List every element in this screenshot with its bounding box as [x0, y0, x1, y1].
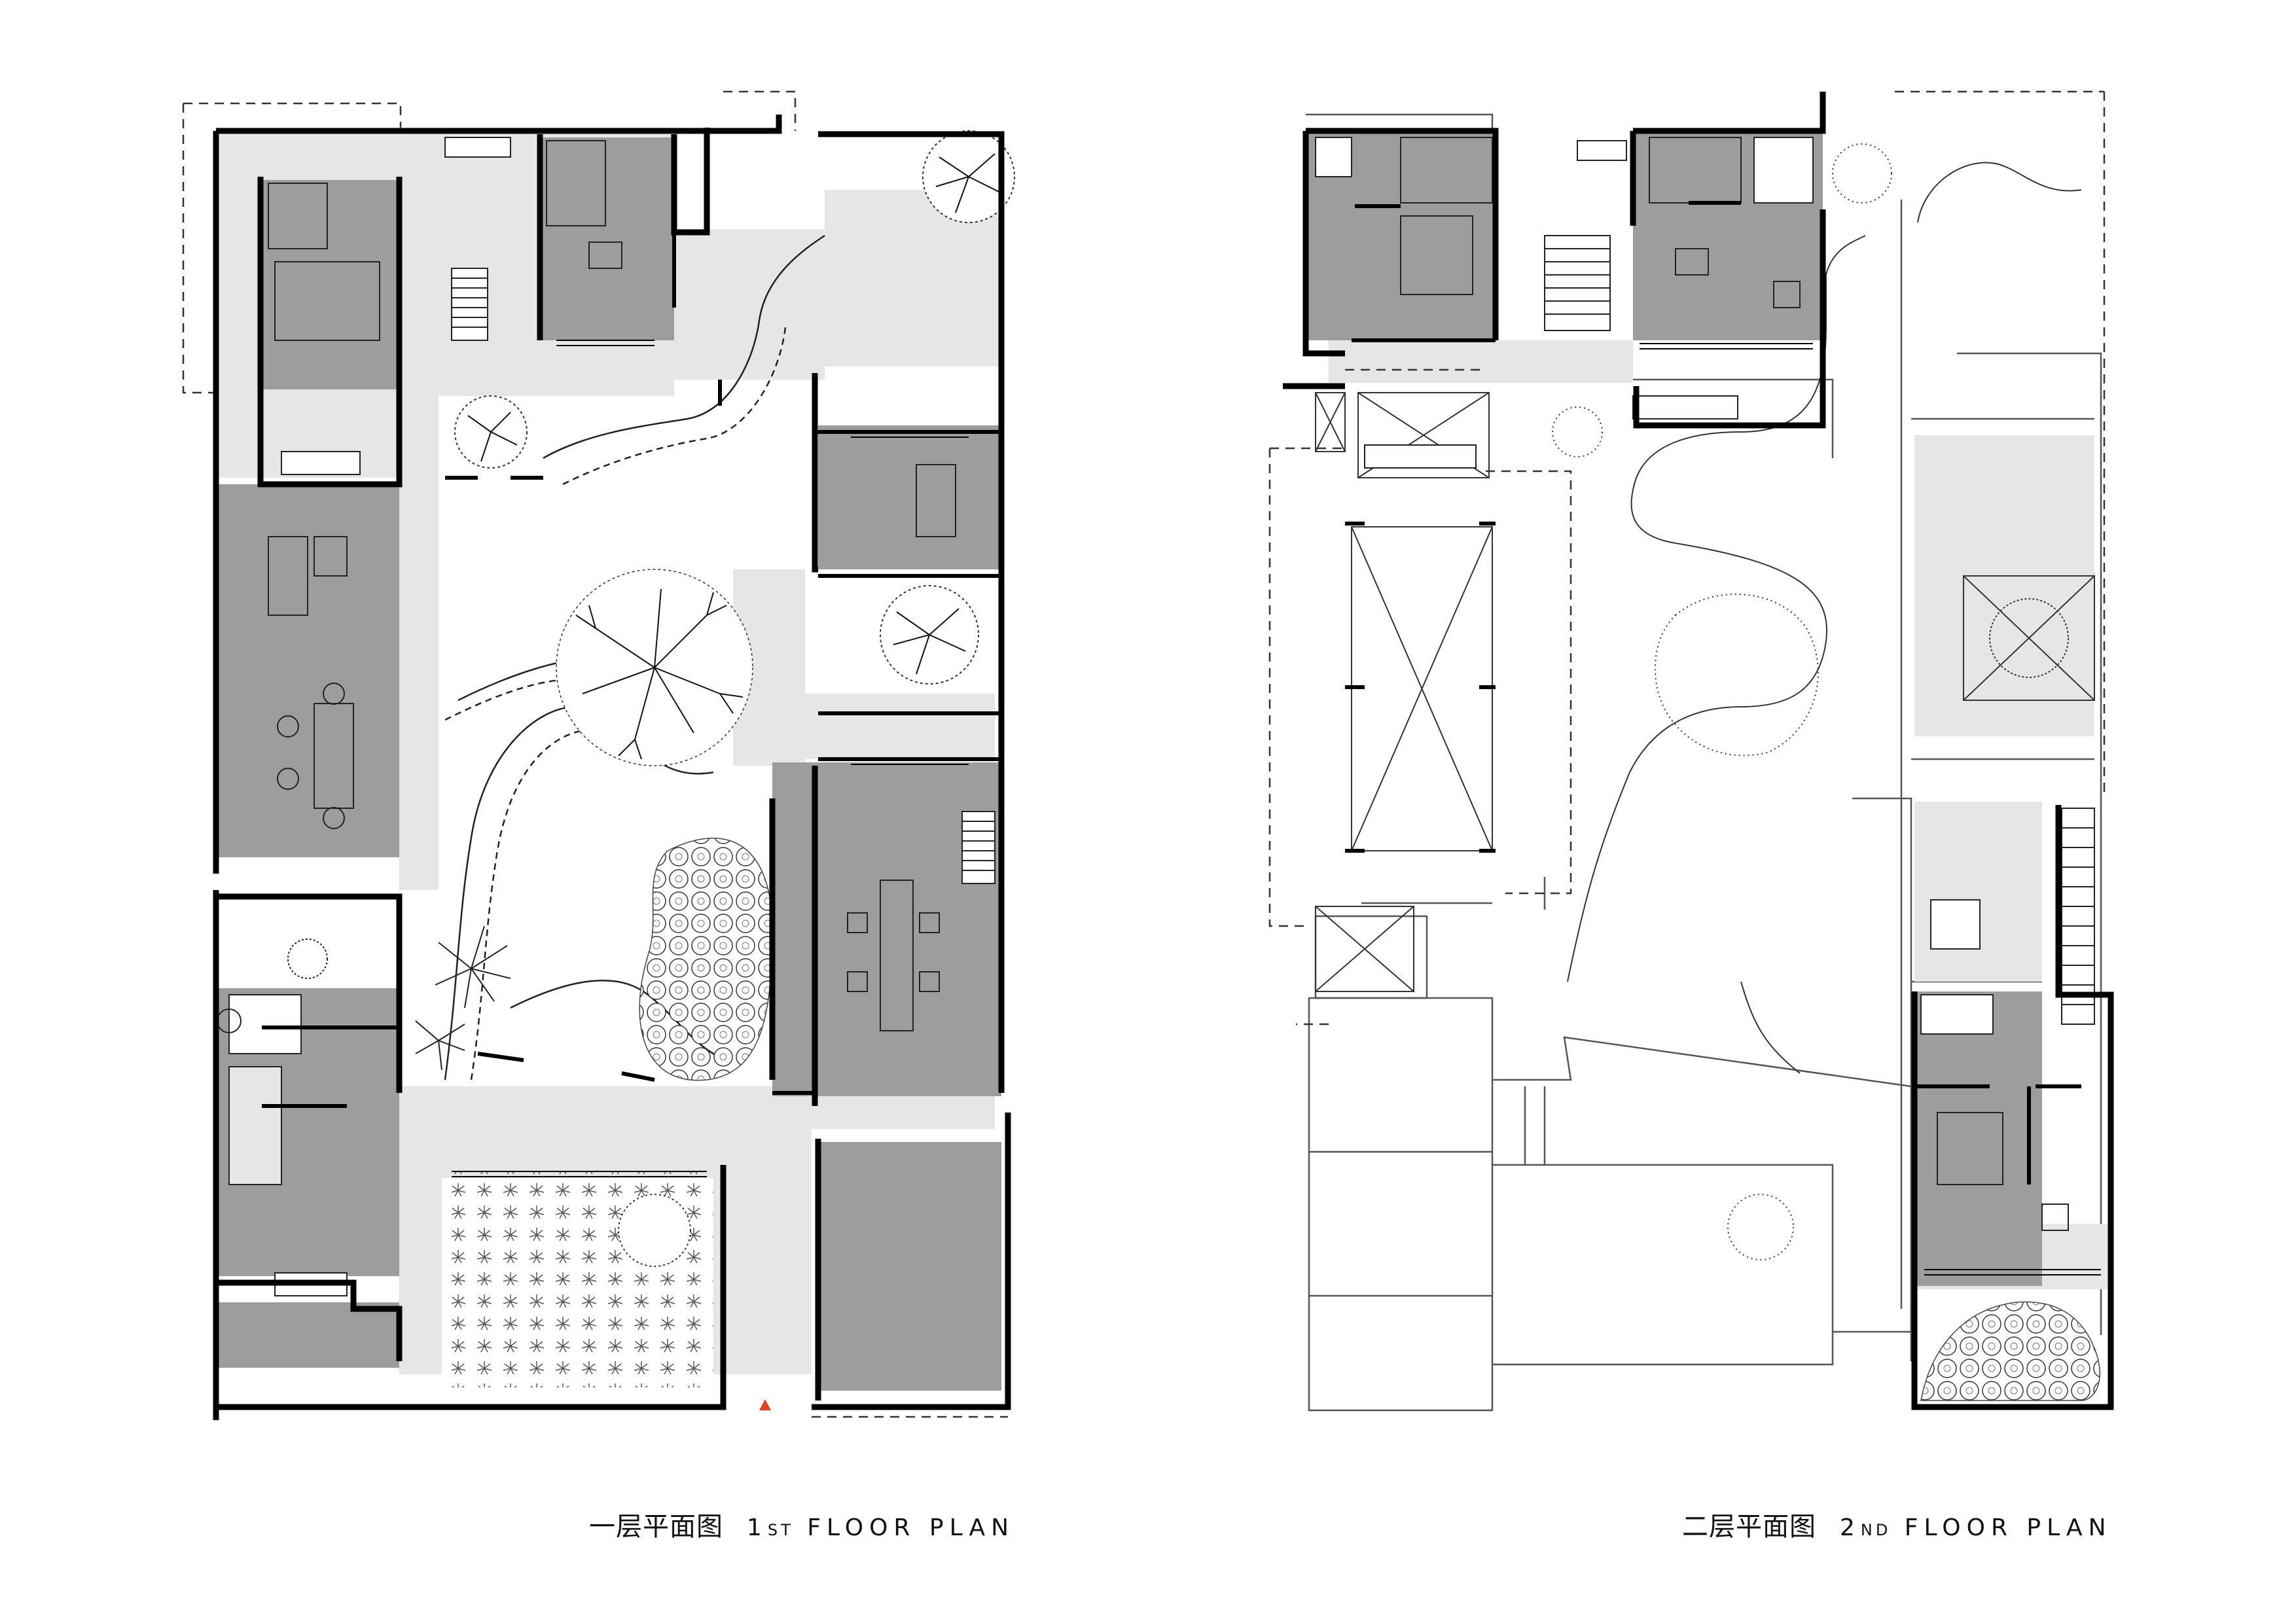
second-floor-caption-rest: FLOOR PLAN — [1904, 1514, 2112, 1541]
room-bedroom-north — [540, 137, 674, 340]
first-floor-caption-rest: FLOOR PLAN — [807, 1514, 1015, 1541]
room-garage — [818, 1142, 1001, 1391]
interior-walls-2f — [1345, 201, 2081, 1185]
room-2f-bedroom-east — [1914, 991, 2042, 1286]
tree-large-center — [556, 569, 753, 766]
windows-2f — [1640, 343, 2101, 1275]
stairs-2f-center — [1544, 235, 1611, 331]
first-floor-plan — [182, 90, 1015, 1420]
circulation-areas-2f — [1329, 340, 2111, 1289]
garden-curve-2f — [1567, 235, 1866, 1074]
furniture-2f — [1315, 137, 2069, 1231]
terrace-planting-2f — [1920, 1301, 2100, 1401]
second-floor-caption-cn: 二层平面图 — [1682, 1512, 1816, 1542]
roof-outline-dashed — [182, 90, 1008, 1418]
second-floor-plan — [1268, 90, 2114, 1412]
stairs-north — [451, 268, 488, 341]
second-floor-caption: 二层平面图 2ND FLOOR PLAN — [1682, 1505, 2112, 1543]
tree-west-small — [454, 395, 528, 469]
planters-2f — [1364, 140, 1981, 950]
second-floor-caption-sup: ND — [1860, 1521, 1892, 1539]
furniture — [217, 137, 956, 1296]
entrance-marker — [759, 1399, 771, 1410]
roof-outlines — [1306, 113, 2102, 1412]
tree-north-east — [922, 130, 1015, 223]
first-floor-caption-sup: ST — [767, 1521, 794, 1539]
room-guest-bedroom-1 — [262, 180, 399, 389]
exterior-walls — [213, 115, 1011, 1420]
garden-curve-east-2f — [1917, 162, 2082, 223]
windows — [452, 340, 969, 1177]
first-floor-caption-cn: 一层平面图 — [589, 1512, 723, 1542]
first-floor-caption-num: 1 — [747, 1514, 768, 1541]
stairs-2f-east — [2061, 808, 2095, 1025]
first-floor-caption: 一层平面图 1ST FLOOR PLAN — [589, 1505, 1014, 1543]
exterior-walls-2f — [1283, 92, 2114, 1410]
room-study-east — [818, 425, 1001, 569]
roof-edge-dashed — [1268, 90, 2106, 1026]
stairs-east — [961, 811, 996, 884]
room-kitchen — [216, 1302, 399, 1368]
tree-planting-field — [618, 1194, 691, 1267]
spiky-plant — [415, 925, 511, 1071]
shrub-cluster-south — [639, 838, 773, 1081]
first-floor-caption-en: 1ST FLOOR PLAN — [747, 1514, 1014, 1541]
second-floor-caption-en: 2ND FLOOR PLAN — [1840, 1514, 2112, 1541]
tree-east-courtyard — [880, 585, 979, 685]
second-floor-caption-num: 2 — [1840, 1514, 1861, 1541]
canopy-outlines-2f — [1552, 143, 1892, 1260]
